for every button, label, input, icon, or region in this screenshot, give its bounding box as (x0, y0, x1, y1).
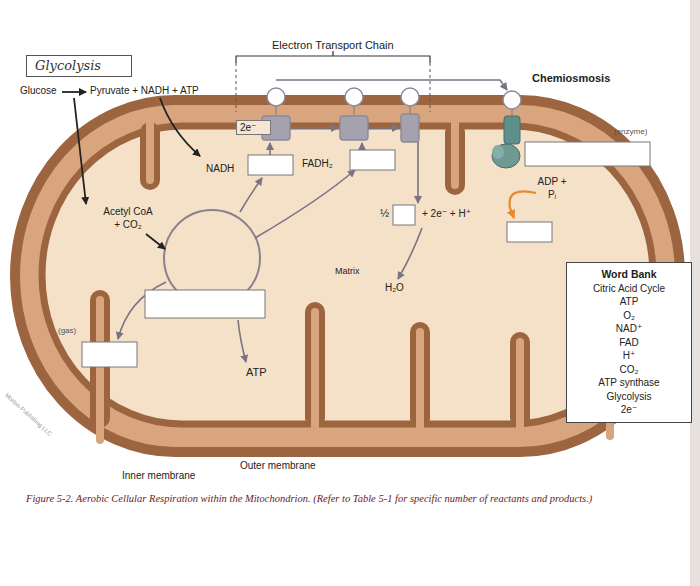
art-path (451, 112, 459, 185)
art-line (275, 106, 276, 116)
art-path (146, 112, 154, 180)
art-g (118, 170, 355, 362)
art-path (510, 191, 536, 218)
art-rect (507, 222, 552, 242)
art-path (398, 228, 422, 279)
node-text: CO₂ (575, 363, 683, 377)
art-rect (340, 116, 368, 140)
art-path (240, 178, 262, 212)
label-text: ADP + Pᵢ (532, 176, 572, 201)
art-path (368, 127, 399, 129)
art-path (311, 312, 319, 440)
art-rect (525, 142, 650, 166)
art-g (62, 92, 200, 249)
label-text: Outer membrane (240, 460, 316, 473)
art-path (236, 51, 430, 63)
art-circle (267, 88, 285, 106)
art-path (269, 143, 271, 155)
node-text: Citric Acid Cycle (575, 282, 683, 296)
node-text: Glycolysis (35, 58, 123, 74)
label-text: + 2e⁻ + H⁺ (422, 208, 471, 221)
node-text: Word Bank (575, 268, 683, 282)
node-text: NAD⁺ (575, 322, 683, 336)
art-circle (401, 88, 419, 106)
node-text: ATP synthase (575, 376, 683, 390)
art-path (417, 142, 419, 203)
art-line (353, 106, 354, 116)
art-g (270, 128, 422, 279)
label-text: Acetyl CoA + CO₂ (100, 206, 156, 231)
label-text: Electron Transport Chain (272, 39, 394, 53)
art-path (416, 332, 424, 440)
art-rect (393, 205, 415, 225)
node-text: FAD (575, 336, 683, 350)
art-path (516, 342, 524, 440)
art-circle (345, 88, 363, 106)
art-rect (145, 290, 265, 318)
node-text: H⁺ (575, 349, 683, 363)
art-path (361, 143, 363, 148)
art-g (262, 88, 521, 142)
art-path (290, 127, 338, 129)
label-text: ½ (380, 207, 389, 221)
art-path (255, 170, 355, 238)
art-ellipse (492, 144, 520, 168)
label-text: FADH₂ (302, 158, 333, 171)
art-rect (248, 155, 293, 175)
label-text: Glucose (20, 85, 57, 98)
node-text: ATP (575, 295, 683, 309)
label-text: (enzyme) (614, 127, 647, 137)
art-rect (504, 116, 520, 144)
label-text: Pyruvate + NADH + ATP (90, 85, 199, 98)
node-text: 2e⁻ (240, 121, 267, 134)
art-path (160, 98, 200, 156)
art-path (74, 98, 86, 204)
electron-box: 2e⁻ (236, 120, 271, 135)
label-text: NADH (206, 163, 234, 176)
label-text: Matrix (335, 266, 360, 277)
node-text: O₂ (575, 309, 683, 323)
art-path (146, 234, 165, 249)
node-text: Glycolysis (575, 390, 683, 404)
art-ellipse (492, 145, 504, 159)
label-text: Inner membrane (122, 470, 195, 483)
art-rect (82, 342, 137, 367)
node-text: 2e⁻ (575, 403, 683, 417)
art-path (236, 63, 430, 112)
answer-box: Glycolysis (26, 55, 132, 77)
label-text: (gas) (58, 326, 76, 336)
word-bank-box: Word BankCitric Acid CycleATPO₂NAD⁺FADH⁺… (566, 262, 692, 423)
art-g (82, 142, 650, 367)
label-text: H₂O (385, 282, 404, 295)
label-text: Chemiosmosis (532, 72, 610, 86)
art-rect (42, 126, 653, 424)
art-path (62, 91, 86, 93)
art-rect (350, 150, 395, 170)
art-circle (503, 91, 521, 109)
art-path (96, 300, 104, 440)
label-text: ATP (246, 366, 267, 380)
art-rect (401, 114, 419, 142)
art-path (276, 80, 507, 90)
art-path (238, 320, 246, 362)
figure-caption: Figure 5-2. Aerobic Cellular Respiration… (26, 492, 676, 506)
